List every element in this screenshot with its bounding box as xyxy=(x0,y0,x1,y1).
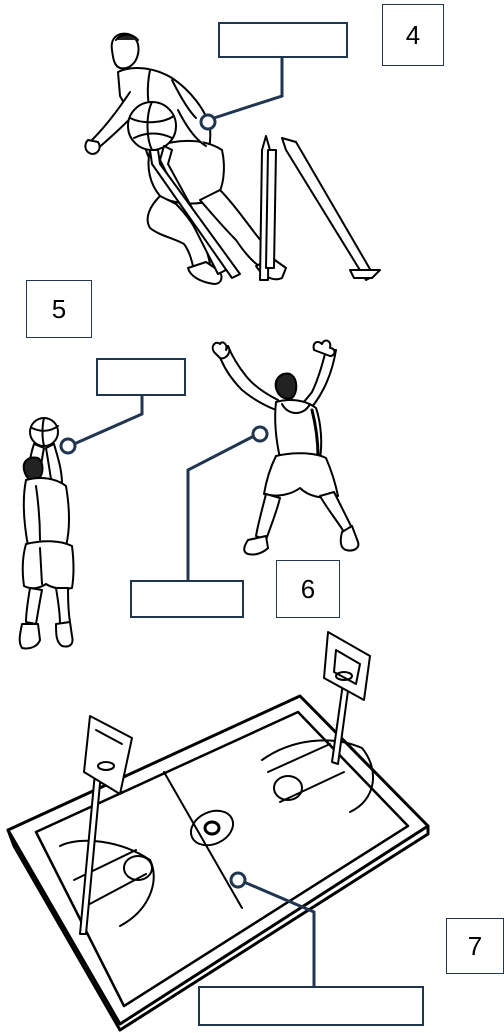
label-7: 7 xyxy=(446,918,504,974)
answer-box-6[interactable] xyxy=(130,580,244,618)
callout-4 xyxy=(201,58,282,129)
basketball-court-icon xyxy=(8,632,428,1030)
label-5: 5 xyxy=(26,280,92,338)
dribbling-player-icon xyxy=(85,34,380,284)
label-4: 4 xyxy=(382,4,444,66)
callout-6 xyxy=(188,427,267,580)
callout-5 xyxy=(61,396,142,453)
answer-box-7[interactable] xyxy=(198,986,424,1026)
answer-box-4[interactable] xyxy=(218,22,348,58)
answer-box-5[interactable] xyxy=(96,358,186,396)
label-6: 6 xyxy=(276,560,340,618)
